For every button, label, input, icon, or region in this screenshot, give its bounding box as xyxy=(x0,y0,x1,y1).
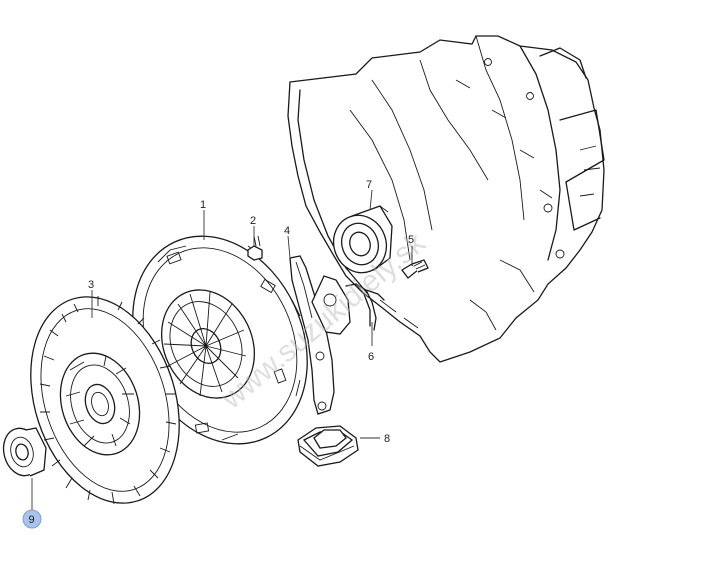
part-number: 1 xyxy=(200,199,206,211)
part-label-3[interactable]: 3 xyxy=(88,279,94,291)
part-number: 9 xyxy=(29,514,35,526)
part-number: 3 xyxy=(88,279,94,291)
transmission-housing xyxy=(287,35,605,363)
part-label-8[interactable]: 8 xyxy=(384,433,390,445)
callout-leaders xyxy=(31,189,413,510)
release-bearing xyxy=(332,205,393,274)
clutch-disc xyxy=(30,296,180,505)
clutch-cover xyxy=(132,235,308,445)
part-label-1[interactable]: 1 xyxy=(200,199,206,211)
part-number: 4 xyxy=(284,225,290,237)
highlight-circle xyxy=(22,509,42,529)
pilot-bearing xyxy=(2,427,47,477)
part-label-6[interactable]: 6 xyxy=(368,351,374,363)
spring-clip xyxy=(345,283,385,331)
dust-boot xyxy=(297,425,359,467)
part-label-7[interactable]: 7 xyxy=(366,179,372,191)
part-number: 7 xyxy=(366,179,372,191)
part-label-5[interactable]: 5 xyxy=(408,234,414,246)
part-label-4[interactable]: 4 xyxy=(284,225,290,237)
part-label-9-highlighted[interactable]: 9 xyxy=(22,509,42,529)
part-label-2[interactable]: 2 xyxy=(250,215,256,227)
cover-bolt xyxy=(247,235,263,261)
release-fork xyxy=(289,255,351,415)
part-number: 8 xyxy=(384,433,390,445)
bolt xyxy=(401,259,429,279)
part-number: 5 xyxy=(408,234,414,246)
part-number: 2 xyxy=(250,215,256,227)
part-number: 6 xyxy=(368,351,374,363)
